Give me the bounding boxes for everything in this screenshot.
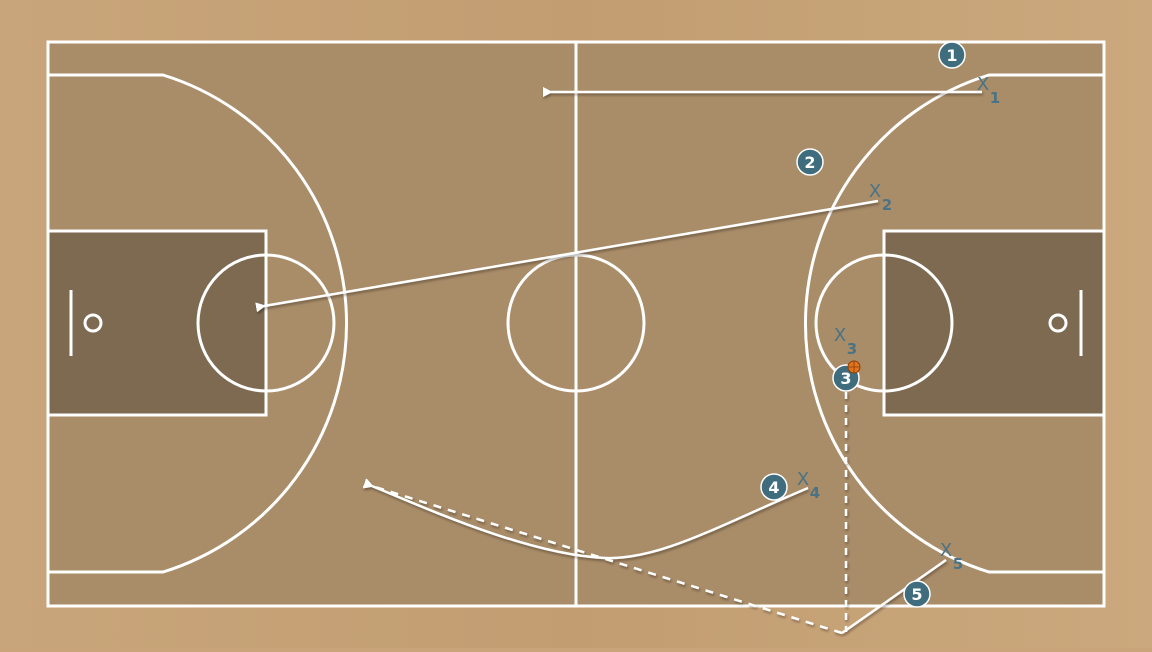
right-rim [1048, 313, 1068, 333]
player-circle [938, 41, 966, 69]
court-lines [46, 40, 1106, 608]
left-paint [48, 231, 266, 415]
player-number: 5 [911, 585, 922, 604]
offense-layer: 1 2 3 4 5 [760, 41, 966, 608]
defender-number: 4 [810, 484, 820, 502]
cut-line-5 [841, 558, 947, 635]
offense-player-2: 2 [796, 148, 824, 176]
pass-line [362, 478, 843, 635]
right-free-throw-circle [814, 253, 954, 393]
cut-line-4 [362, 478, 809, 560]
player-number: 1 [946, 46, 957, 65]
player-circle [796, 148, 824, 176]
player-circle [760, 473, 788, 501]
defender-mark: X [977, 74, 989, 95]
left-three-point-line [48, 73, 349, 574]
play-lines [255, 87, 982, 635]
offense-player-5: 5 [903, 580, 931, 608]
center-circle [506, 253, 646, 393]
defender-number: 5 [953, 555, 963, 573]
defender-mark: X [797, 469, 809, 490]
defender-4: X4 [797, 469, 820, 502]
defender-number: 3 [847, 340, 857, 358]
defender-1: X1 [977, 74, 1000, 107]
right-lane-lines [882, 229, 1106, 417]
player-number: 4 [768, 478, 779, 497]
right-three-point-line [803, 73, 1104, 574]
defender-mark: X [940, 540, 952, 561]
player-number: 2 [804, 153, 815, 172]
basketball-seams [848, 361, 860, 373]
player-circle [903, 580, 931, 608]
right-paint [884, 231, 1104, 415]
defender-mark: X [869, 181, 881, 202]
defender-5: X5 [940, 540, 963, 573]
defender-number: 2 [882, 196, 892, 214]
defender-number: 1 [990, 89, 1000, 107]
left-rim [83, 313, 103, 333]
offense-player-1: 1 [938, 41, 966, 69]
left-lane-lines [46, 229, 268, 417]
offense-player-4: 4 [760, 473, 788, 501]
defender-2: X2 [869, 181, 892, 214]
left-free-throw-circle [196, 253, 336, 393]
player-number: 3 [840, 369, 851, 388]
cut-line-2 [255, 199, 879, 313]
defender-mark: X [834, 325, 846, 346]
defender-3: X3 [834, 325, 857, 358]
